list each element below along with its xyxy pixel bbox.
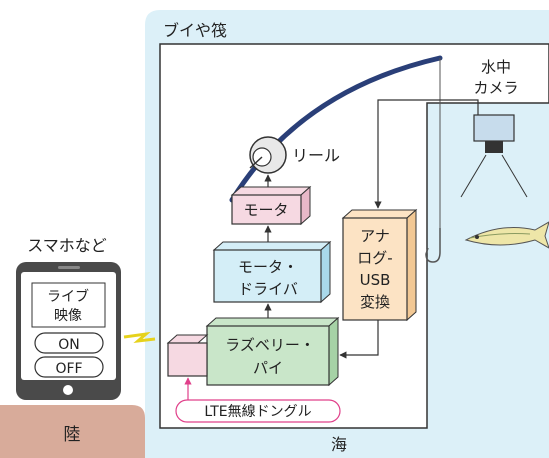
adc-label-line4: 変換 <box>360 293 390 311</box>
camera-label-line2: カメラ <box>473 79 518 97</box>
fishing-hook-icon <box>425 228 441 263</box>
fishing-reel-icon <box>249 136 287 174</box>
underwater-camera-icon <box>460 114 528 198</box>
sea-label: 海 <box>331 435 347 454</box>
region-label: ブイや筏 <box>163 21 227 40</box>
arrow-adc-to-pi <box>339 320 379 359</box>
live-video-panel <box>31 282 106 328</box>
dongle-label-pill <box>175 399 341 423</box>
reel-label: リール <box>292 146 340 165</box>
pi-label-line1: ラズベリー・ <box>225 336 315 354</box>
lte-dongle-box <box>166 334 209 377</box>
motor-driver-box <box>212 240 332 304</box>
lightning-bolt-icon <box>123 331 156 344</box>
dongle-label: LTE無線ドングル <box>204 404 311 420</box>
off-button[interactable] <box>34 356 104 378</box>
land-label: 陸 <box>64 425 81 445</box>
off-button-label: OFF <box>55 361 82 377</box>
camera-label-line1: 水中 <box>481 58 511 76</box>
driver-label-line1: モータ・ <box>238 258 298 276</box>
land-area <box>0 405 145 458</box>
motor-label: モータ <box>243 201 288 219</box>
live-label-line1: ライブ <box>47 288 89 305</box>
live-label-line2: 映像 <box>54 308 82 324</box>
analog-usb-box <box>341 208 418 322</box>
fish-icon <box>464 221 549 249</box>
pi-label-line2: パイ <box>253 359 283 377</box>
on-button[interactable] <box>34 332 104 354</box>
phone-title: スマホなど <box>27 236 107 255</box>
motor-box <box>230 185 312 226</box>
on-button-label: ON <box>58 337 80 353</box>
driver-label-line2: ドライバ <box>238 280 298 298</box>
fishing-rod <box>229 55 443 203</box>
adc-label-line1: アナ <box>360 227 390 245</box>
adc-label-line2: ログ- <box>357 249 392 267</box>
arrow-camera-to-adc <box>374 99 479 209</box>
raspberry-pi-box <box>205 316 340 387</box>
adc-label-line3: USB <box>360 271 391 289</box>
